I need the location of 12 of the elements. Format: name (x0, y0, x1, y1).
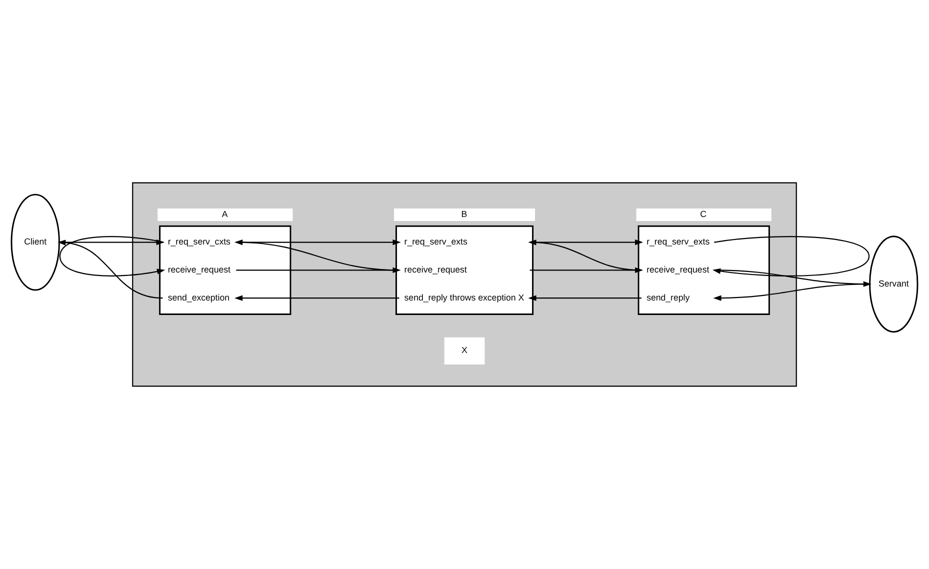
node-label: A (222, 209, 228, 220)
arrow (528, 295, 642, 301)
arrow (58, 240, 163, 299)
arrow (234, 240, 400, 271)
cluster (132, 182, 797, 387)
node-label: C (700, 209, 707, 220)
label: X (462, 345, 468, 356)
node-ellipse: Client (10, 194, 60, 291)
arrow (234, 295, 400, 301)
node-label: B (461, 209, 468, 220)
node-ellipse: Servant (869, 236, 918, 333)
arrow (528, 240, 642, 271)
